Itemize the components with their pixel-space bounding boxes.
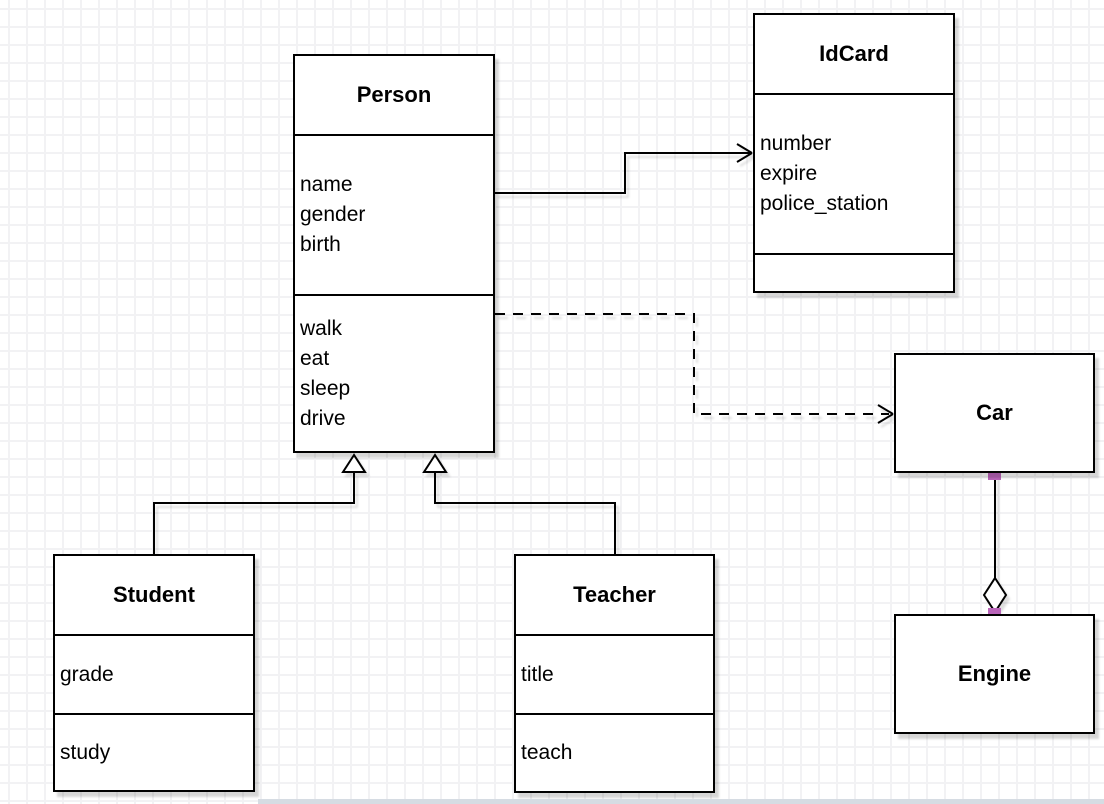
generalization-triangle-icon	[341, 453, 367, 473]
class-student[interactable]: Student grade study	[53, 554, 255, 792]
method: study	[60, 740, 111, 764]
attributes-compartment: number expire police_station	[755, 93, 953, 253]
attribute: title	[521, 662, 554, 686]
class-title: Car	[976, 400, 1013, 425]
attribute: expire	[760, 162, 818, 185]
attribute: grade	[60, 662, 114, 686]
class-title: Teacher	[573, 582, 656, 607]
class-title: Student	[113, 582, 195, 607]
methods-compartment	[755, 253, 953, 291]
method: eat	[300, 346, 330, 370]
generalization-triangle-icon	[422, 453, 448, 473]
open-arrowhead-icon	[877, 404, 894, 424]
attribute: number	[760, 132, 832, 155]
attribute: name	[300, 173, 353, 196]
class-title: Engine	[957, 661, 1032, 686]
attributes-compartment: title	[516, 634, 713, 713]
attributes-compartment: name gender birth	[295, 134, 493, 294]
edge-student-person[interactable]	[153, 453, 367, 554]
method: teach	[521, 741, 573, 764]
method: sleep	[300, 376, 351, 400]
class-idcard[interactable]: IdCard number expire police_station	[753, 13, 955, 293]
edge-person-car[interactable]	[495, 313, 894, 424]
class-car[interactable]: Car	[894, 353, 1095, 473]
methods-compartment: teach	[516, 713, 713, 791]
method: walk	[300, 316, 343, 340]
canvas-bottom-edge	[258, 799, 1104, 804]
method: drive	[300, 406, 346, 430]
attribute: birth	[300, 233, 341, 256]
edge-teacher-person[interactable]	[422, 453, 616, 554]
edge-person-idcard[interactable]	[495, 143, 753, 194]
edge-car-engine[interactable]	[982, 474, 1008, 614]
class-engine[interactable]: Engine	[894, 614, 1095, 734]
methods-compartment: walk eat sleep drive	[295, 294, 493, 451]
class-title: IdCard	[819, 41, 889, 66]
methods-compartment: study	[55, 713, 253, 790]
class-title: Person	[356, 82, 432, 107]
class-person[interactable]: Person name gender birth walk eat sleep …	[293, 54, 495, 453]
aggregation-diamond-icon	[982, 576, 1008, 614]
attribute: gender	[300, 203, 366, 226]
attribute: police_station	[760, 192, 889, 215]
attributes-compartment: grade	[55, 634, 253, 713]
open-arrowhead-icon	[736, 143, 753, 163]
class-teacher[interactable]: Teacher title teach	[514, 554, 715, 793]
